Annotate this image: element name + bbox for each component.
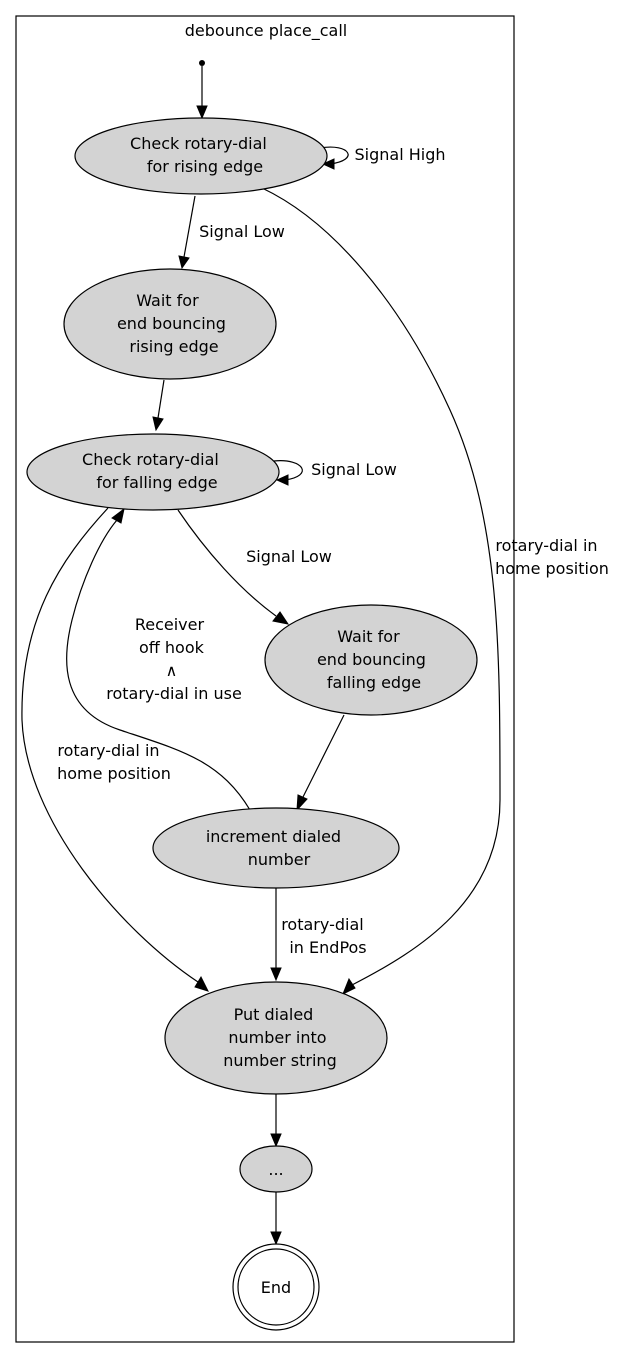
svg-text:Check rotary-dial for fa: Check rotary-dial for falling edge — [82, 450, 224, 492]
edge-label-falling-signal-low: Signal Low — [246, 547, 332, 566]
node-wait-rising: Wait for end bouncing rising edge — [63, 268, 277, 380]
edge-put-number-to-ellipsis — [270, 1094, 282, 1148]
edge-falling-to-put-number — [21, 507, 209, 992]
node-check-falling: Check rotary-dial for falling edge — [26, 433, 280, 511]
svg-text:Check rotary-dial for ri: Check rotary-dial for rising edge — [130, 134, 272, 176]
edge-rising-to-wait-rising — [178, 195, 196, 270]
node-ellipsis: ... — [239, 1145, 313, 1193]
svg-text:increment dialed number: increment dialed number — [206, 827, 346, 869]
edge-label-rising-signal-low: Signal Low — [199, 222, 285, 241]
svg-text:Wait for end bouncing: Wait for end bouncing rising edge — [117, 291, 231, 356]
edge-falling-signal-low-loop — [273, 460, 303, 486]
svg-text:...: ... — [268, 1160, 283, 1179]
edge-wait-rising-to-check-falling — [152, 379, 165, 432]
edge-increment-to-put-number — [270, 888, 282, 982]
svg-text:End: End — [261, 1278, 291, 1297]
edge-start-to-check-rising — [196, 66, 208, 120]
edge-rising-to-put-number — [261, 187, 501, 996]
svg-text:Wait for end bouncing: Wait for end bouncing falling edge — [317, 627, 431, 692]
edge-falling-to-wait-falling — [177, 509, 290, 625]
cluster-frame — [15, 15, 515, 1343]
edge-label-receiver-off-hook: Receiver off hook ∧ rotary-dial in use — [106, 615, 242, 703]
node-end: End — [232, 1243, 320, 1331]
edge-label-falling-signal-low-loop: Signal Low — [311, 460, 397, 479]
node-check-rising: Check rotary-dial for rising edge — [74, 117, 328, 195]
edge-label-left-home-position: rotary-dial in home position — [57, 741, 171, 783]
edge-wait-falling-to-increment — [296, 714, 345, 812]
node-increment: increment dialed number — [152, 807, 400, 889]
cluster-title: debounce place_call — [185, 21, 348, 41]
node-wait-falling: Wait for end bouncing falling edge — [264, 604, 478, 716]
edge-label-right-home-position: rotary-dial in home position — [495, 536, 609, 578]
edge-ellipsis-to-end — [270, 1192, 282, 1246]
node-put-number: Put dialed number into number string — [164, 981, 388, 1095]
svg-text:Put dialed number into: Put dialed number into number string — [223, 1005, 336, 1070]
edge-signal-high-loop — [319, 146, 349, 170]
edge-increment-to-check-falling — [66, 507, 251, 811]
edge-label-endpos: rotary-dial in EndPos — [281, 915, 369, 957]
edge-label-signal-high: Signal High — [354, 145, 445, 164]
start-point — [199, 60, 205, 66]
